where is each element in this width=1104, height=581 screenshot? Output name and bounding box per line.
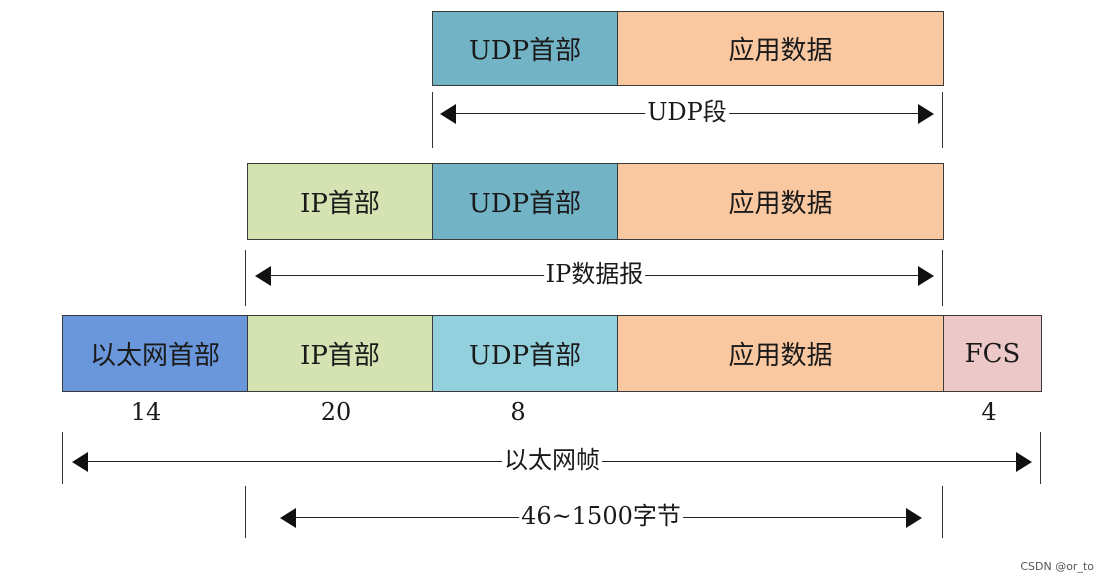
arrow-right-head: [918, 104, 934, 124]
arrow-left-head: [255, 266, 271, 286]
row2-udp-header: UDP首部: [432, 163, 618, 240]
row3-udp-header-label: UDP首部: [468, 341, 582, 371]
row2-app-data: 应用数据: [617, 163, 944, 240]
row2-udp-header-label: UDP首部: [468, 189, 582, 219]
arrow-right-head: [918, 266, 934, 286]
arrow-right-head: [1016, 452, 1032, 472]
row2-ip-header-label: IP首部: [300, 189, 380, 219]
row1-app-data: 应用数据: [617, 11, 944, 86]
row3-eth-header-label: 以太网首部: [89, 341, 220, 371]
row1-right-bracket: [942, 92, 943, 148]
payload-left-bracket: [245, 486, 246, 538]
row3-app-data-label: 应用数据: [728, 341, 833, 371]
row3-fcs: FCS: [943, 315, 1042, 392]
ethernet-frame-arrow: 以太网帧: [72, 445, 1032, 475]
payload-size-label: 46~1500字节: [519, 501, 683, 531]
frame-right-bracket: [1040, 432, 1041, 484]
ethernet-frame-label: 以太网帧: [502, 445, 602, 475]
row2-ip-header: IP首部: [247, 163, 433, 240]
row3-ip-header-label: IP首部: [300, 341, 380, 371]
row3-ip-header: IP首部: [247, 315, 433, 392]
row2-left-bracket: [245, 250, 246, 306]
row3-eth-header: 以太网首部: [62, 315, 248, 392]
size-fcs: 4: [981, 398, 997, 426]
arrow-left-head: [72, 452, 88, 472]
row1-left-bracket: [432, 92, 433, 148]
watermark: CSDN @or_to: [1020, 560, 1094, 573]
arrow-left-head: [280, 508, 296, 528]
row1-udp-header: UDP首部: [432, 11, 618, 86]
frame-left-bracket: [62, 432, 63, 484]
row2-app-data-label: 应用数据: [728, 189, 833, 219]
row2-right-bracket: [942, 250, 943, 306]
row3-app-data: 应用数据: [617, 315, 944, 392]
row3-udp-header: UDP首部: [432, 315, 618, 392]
row1-app-data-label: 应用数据: [728, 36, 833, 66]
arrow-right-head: [906, 508, 922, 528]
payload-size-arrow: 46~1500字节: [280, 501, 922, 531]
ip-datagram-label: IP数据报: [543, 259, 646, 289]
udp-segment-label: UDP段: [645, 97, 729, 127]
size-udp: 8: [510, 398, 526, 426]
ip-datagram-arrow: IP数据报: [255, 259, 934, 289]
row1-udp-header-label: UDP首部: [468, 36, 582, 66]
size-eth: 14: [130, 398, 162, 426]
udp-segment-arrow: UDP段: [440, 97, 934, 127]
size-ip: 20: [320, 398, 352, 426]
arrow-left-head: [440, 104, 456, 124]
payload-right-bracket: [942, 486, 943, 538]
row3-fcs-label: FCS: [964, 338, 1021, 369]
